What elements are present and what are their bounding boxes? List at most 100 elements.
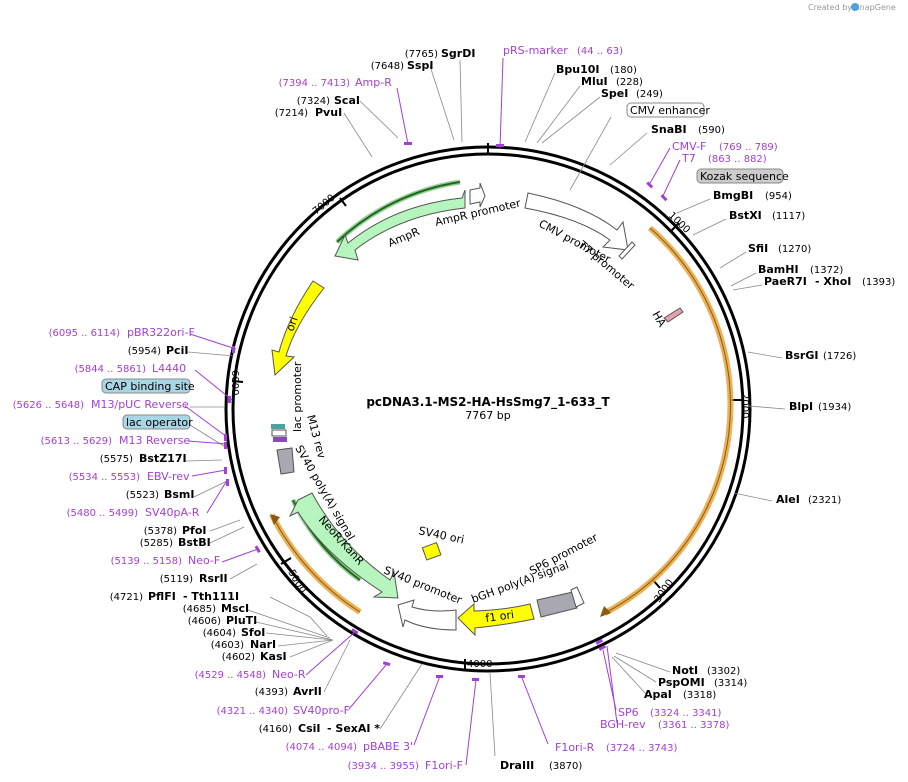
enzyme-pvui: PvuI: [315, 106, 342, 119]
primer-range-f1ori-f: (3934 .. 3955): [348, 761, 420, 772]
enzyme-pos-bsrgi: (1726): [823, 351, 856, 362]
tick-mark-5000: [280, 557, 292, 565]
primer-marks: [224, 142, 668, 681]
primer-range-cmv-f: (769 .. 789): [719, 142, 778, 153]
enzyme-pfoi: PfoI: [182, 524, 207, 537]
primer-sp6: SP6: [618, 706, 639, 719]
enzyme-sspi: SspI: [407, 59, 433, 72]
enzyme-kasi: KasI: [260, 650, 287, 663]
primer-prs-marker: pRS-marker: [503, 44, 568, 57]
primer-sv40pa-r: SV40pA-R: [145, 506, 200, 519]
ha-label: HA: [649, 309, 668, 330]
neor-outer-arrowhead: [270, 514, 280, 525]
enzyme-draiii: DraIII: [500, 759, 534, 772]
primer-l4440: L4440: [152, 362, 186, 375]
primer-range-m13puc-reverse: (5626 .. 5648): [13, 400, 85, 411]
cmv-promoter-arrow: [524, 192, 629, 251]
primer-bgh-rev: BGH-rev: [600, 718, 646, 731]
ampr-promoter-arrow: [469, 182, 486, 208]
enzyme-pos-bamhi: (1372): [810, 265, 843, 276]
enzyme-scai: ScaI: [334, 94, 360, 107]
enzyme-spei: SpeI: [601, 87, 628, 100]
enzyme-bamhi: BamHI: [758, 263, 799, 276]
enzyme-mlui: MluI: [581, 75, 608, 88]
tick-label-2000: 2000: [739, 393, 750, 418]
insert-arc-core: [604, 227, 731, 614]
enzyme-rsrii: RsrII: [199, 572, 228, 585]
enzyme-noti: NotI: [672, 664, 698, 677]
primer-range-amp-r: (7394 .. 7413): [279, 78, 351, 89]
cmv-enhancer-box: [626, 102, 705, 118]
enzyme-sexai: - SexAI *: [327, 722, 380, 735]
ampr-marker-arrow: [334, 189, 466, 261]
primer-ebv-rev: EBV-rev: [147, 470, 190, 483]
m13-rev-mark: [273, 437, 287, 442]
primer-pbabe3: pBABE 3': [363, 740, 413, 753]
primer-range-m13-reverse: (5613 .. 5629): [41, 436, 113, 447]
enzyme-pos-pvui: (7214): [275, 108, 308, 119]
cap-binding-site-box: [101, 378, 191, 394]
enzyme-bsmi: BsmI: [164, 488, 195, 501]
ampr-outer-arc: [336, 181, 461, 243]
enzyme-snabi: SnaBI: [651, 123, 687, 136]
enzyme-pos-scai: (7324): [297, 96, 330, 107]
kozak-sequence-label: Kozak sequence: [700, 170, 789, 183]
enzyme-pos-bsmi: (5523): [126, 490, 159, 501]
sv40-ori-label: SV40 ori: [417, 524, 465, 546]
tick-label-5000: 5000: [285, 568, 307, 596]
cmv-enhancer-leader: [569, 116, 612, 191]
bgh-polya-box: [536, 591, 578, 618]
enzyme-nari: NarI: [250, 638, 276, 651]
primer-leader-lines: [184, 57, 681, 766]
enzyme-pspomi: PspOMI: [658, 676, 705, 689]
enzyme-pos-bstz17i: (5575): [100, 454, 133, 465]
primer-range-neo-f: (5139 .. 5158): [111, 556, 183, 567]
lac-promoter-mark: [271, 429, 287, 437]
enzyme-sfii: SfiI: [748, 242, 768, 255]
lac-operator-box: [122, 414, 191, 430]
enzyme-pos-sgrdi: (7765): [405, 49, 438, 60]
primer-range-pbr322ori-f: (6095 .. 6114): [49, 328, 121, 339]
plasmid-name: pcDNA3.1-MS2-HA-HsSmg7_1-633_T: [366, 395, 610, 410]
enzyme-pos-csii: (4160): [259, 724, 292, 735]
sv40-ori-box: [421, 541, 442, 561]
enzyme-pcii: PciI: [166, 344, 188, 357]
f1-ori-arrow: [457, 602, 535, 637]
plasmid-length: 7767 bp: [465, 409, 510, 422]
tick-label-4000: 4000: [467, 659, 492, 670]
tick-mark-6000: [231, 380, 244, 383]
enzyme-avrii: AvrII: [293, 685, 322, 698]
ha-tag-arrow: [663, 307, 684, 323]
primer-range-f1ori-r: (3724 .. 3743): [606, 743, 678, 754]
enzyme-pos-draiii: (3870): [549, 761, 582, 772]
enzyme-pos-blpi: (1934): [818, 402, 851, 413]
enzyme-pos-sspi: (7648): [371, 61, 404, 72]
insert-arrowhead: [600, 606, 611, 617]
primer-m13-reverse: M13 Reverse: [119, 434, 190, 447]
ori-label: ori: [284, 315, 301, 333]
primer-range-sv40pro-f: (4321 .. 4340): [217, 706, 289, 717]
ori-arrow: [271, 280, 325, 377]
enzyme-bstxi: BstXI: [729, 209, 762, 222]
ampr-label: AmpR: [386, 225, 422, 250]
primer-t7: T7: [681, 152, 696, 165]
enzyme-pflfi: PflFI: [148, 590, 176, 603]
lac-operator-label: lac operator: [126, 416, 193, 429]
primer-amp-r: Amp-R: [355, 76, 392, 89]
tick-mark-7000: [339, 197, 347, 207]
cap-site-mark: [271, 424, 285, 429]
primer-range-l4440: (5844 .. 5861): [75, 364, 147, 375]
tick-label-6000: 6000: [229, 370, 240, 395]
enzyme-pos-pcii: (5954): [128, 346, 161, 357]
snapgene-logo-icon: [851, 3, 859, 11]
enzyme-pos-paer7i: (1393): [862, 277, 895, 288]
enzyme-pos-noti: (3302): [707, 666, 740, 677]
enzyme-pos-kasi: (4602): [222, 652, 255, 663]
enzyme-bsrgi: BsrGI: [785, 349, 818, 362]
enzyme-paer7i: PaeR7I: [764, 275, 807, 288]
sp6-promoter-arrow: [570, 586, 585, 608]
enzyme-pos-sfoi: (4604): [203, 628, 236, 639]
enzyme-apai: ApaI: [644, 688, 672, 701]
enzyme-pos-snabi: (590): [698, 125, 725, 136]
